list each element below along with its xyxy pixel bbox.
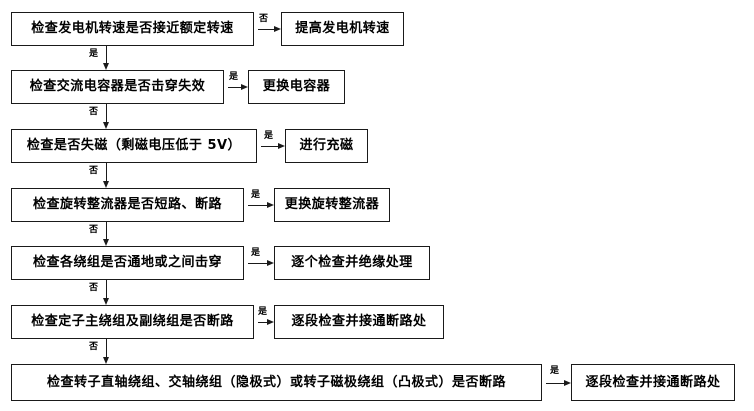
branch-arrow-row5 (267, 259, 274, 266)
flow-line-row5 (106, 280, 107, 299)
flow-label-row3: 否 (89, 166, 99, 176)
branch-arrow-row1 (274, 25, 281, 32)
branch-label-row1: 否 (259, 14, 269, 24)
branch-label-row7: 是 (550, 366, 560, 376)
flow-label-row6: 否 (89, 342, 99, 352)
branch-line-row4 (248, 205, 267, 206)
flow-line-row6 (106, 339, 107, 358)
action-box-row2-label: 更换电容器 (262, 79, 331, 95)
check-box-row2[interactable]: 检查交流电容器是否击穿失效 (11, 70, 224, 104)
branch-label-row3: 是 (264, 131, 274, 141)
check-box-row5[interactable]: 检查各绕组是否通地或之间击穿 (11, 246, 244, 280)
branch-arrow-row2 (241, 83, 248, 90)
action-box-row5[interactable]: 逐个检查并绝缘处理 (274, 246, 430, 280)
action-box-row2[interactable]: 更换电容器 (248, 70, 345, 104)
flow-arrow-row3 (103, 181, 109, 188)
check-box-row3-label: 检查是否失磁（剩磁电压低于 5V） (26, 138, 242, 154)
action-box-row3[interactable]: 进行充磁 (285, 129, 368, 163)
check-box-row5-label: 检查各绕组是否通地或之间击穿 (32, 255, 222, 271)
flow-arrow-row5 (103, 298, 109, 305)
branch-line-row7 (546, 383, 564, 384)
action-box-row4-label: 更换旋转整流器 (284, 197, 380, 213)
flow-label-row4: 否 (89, 225, 99, 235)
branch-label-row5: 是 (251, 248, 261, 258)
check-box-row6[interactable]: 检查定子主绕组及副绕组是否断路 (11, 305, 254, 339)
branch-line-row2 (228, 87, 241, 88)
check-box-row6-label: 检查定子主绕组及副绕组是否断路 (31, 314, 234, 330)
flow-arrow-row6 (103, 357, 109, 364)
flow-label-row5: 否 (89, 283, 99, 293)
check-box-row1[interactable]: 检查发电机转速是否接近额定转速 (11, 12, 254, 46)
check-box-row2-label: 检查交流电容器是否击穿失效 (29, 79, 206, 95)
flow-line-row4 (106, 222, 107, 240)
action-box-row7[interactable]: 逐段检查并接通断路处 (571, 364, 735, 401)
action-box-row5-label: 逐个检查并绝缘处理 (291, 255, 413, 271)
flow-arrow-row1 (103, 63, 109, 70)
action-box-row4[interactable]: 更换旋转整流器 (274, 188, 390, 222)
flow-arrow-row4 (103, 239, 109, 246)
branch-line-row5 (248, 263, 267, 264)
check-box-row4-label: 检查旋转整流器是否短路、断路 (32, 197, 222, 213)
branch-label-row2: 是 (229, 72, 239, 82)
action-box-row1-label: 提高发电机转速 (295, 21, 390, 37)
flow-line-row2 (106, 104, 107, 123)
flow-label-row2: 否 (89, 107, 99, 117)
flow-label-row1: 是 (89, 49, 99, 59)
branch-line-row3 (261, 146, 278, 147)
branch-arrow-row7 (564, 379, 571, 386)
flow-arrow-row2 (103, 122, 109, 129)
branch-arrow-row4 (267, 201, 274, 208)
action-box-row1[interactable]: 提高发电机转速 (281, 12, 404, 46)
branch-label-row6: 是 (258, 307, 268, 317)
action-box-row6-label: 逐段检查并接通断路处 (291, 314, 427, 330)
flow-line-row3 (106, 163, 107, 182)
action-box-row3-label: 进行充磁 (299, 138, 354, 154)
branch-line-row6 (258, 322, 267, 323)
check-box-row3[interactable]: 检查是否失磁（剩磁电压低于 5V） (11, 129, 257, 163)
branch-line-row1 (258, 29, 274, 30)
branch-label-row4: 是 (251, 190, 261, 200)
check-box-row1-label: 检查发电机转速是否接近额定转速 (31, 21, 234, 37)
branch-arrow-row6 (267, 318, 274, 325)
check-box-row4[interactable]: 检查旋转整流器是否短路、断路 (11, 188, 244, 222)
check-box-row7[interactable]: 检查转子直轴绕组、交轴绕组（隐极式）或转子磁极绕组（凸极式）是否断路 (11, 364, 542, 401)
branch-arrow-row3 (278, 142, 285, 149)
action-box-row6[interactable]: 逐段检查并接通断路处 (274, 305, 444, 339)
flow-line-row1 (106, 46, 107, 64)
check-box-row7-label: 检查转子直轴绕组、交轴绕组（隐极式）或转子磁极绕组（凸极式）是否断路 (46, 374, 506, 390)
action-box-row7-label: 逐段检查并接通断路处 (585, 374, 721, 390)
